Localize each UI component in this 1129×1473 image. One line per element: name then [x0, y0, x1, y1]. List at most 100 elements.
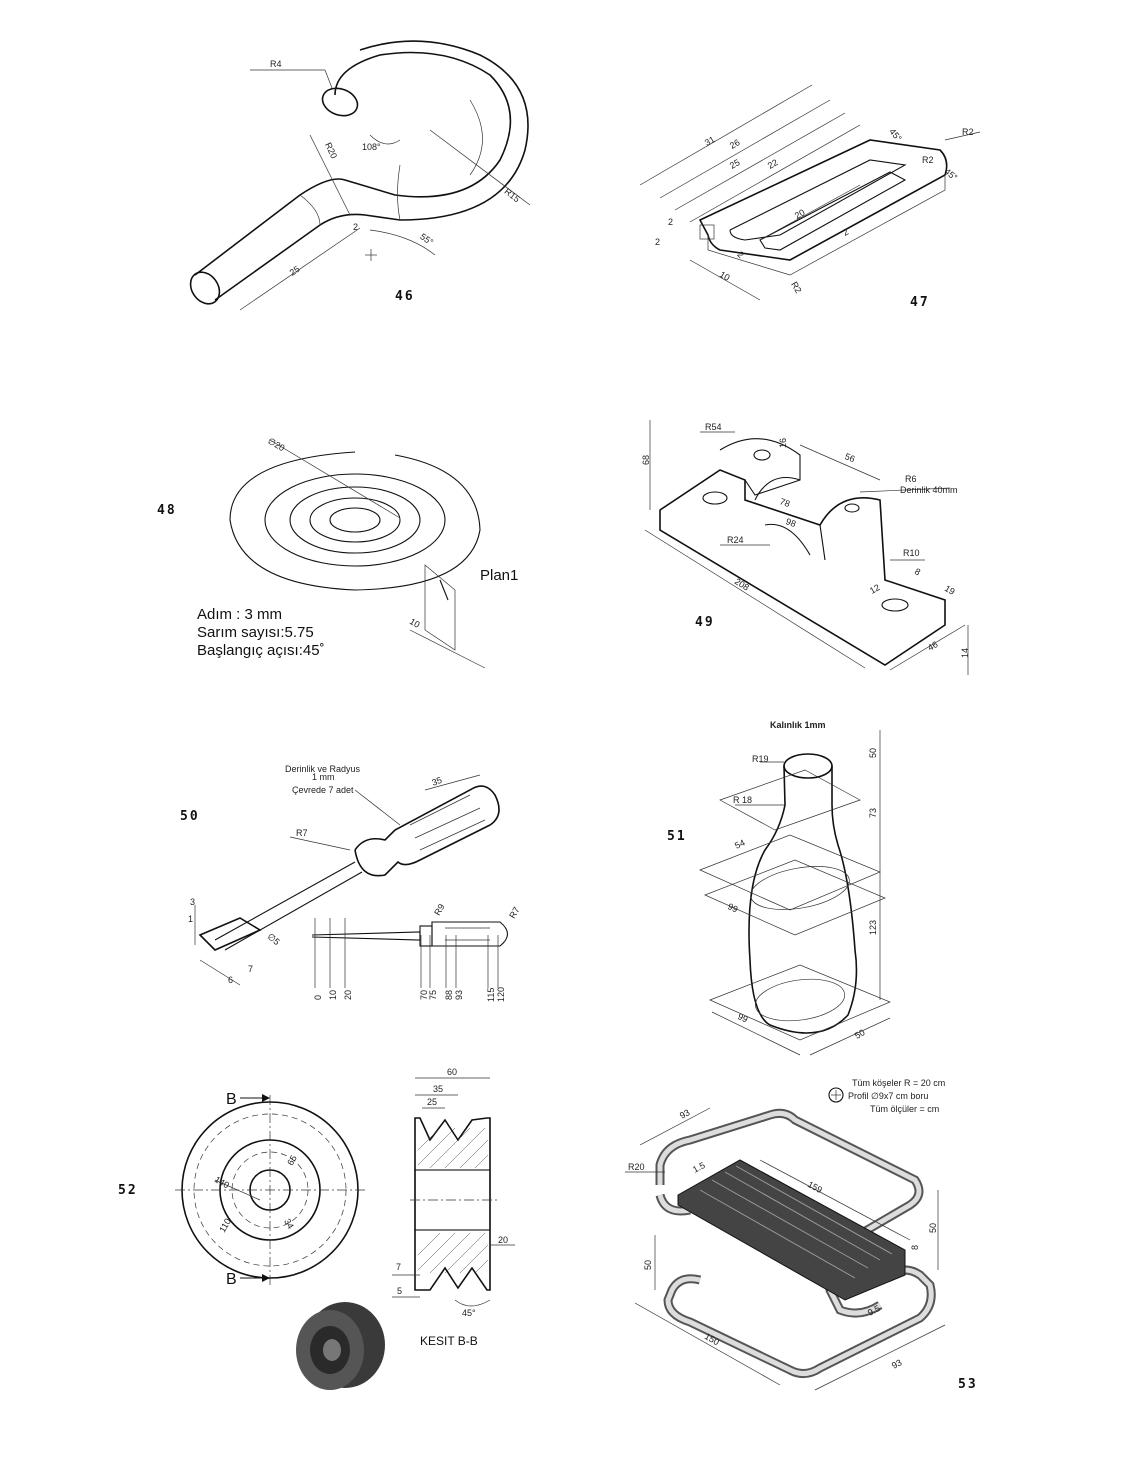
- fig47-dim-2d: 2: [735, 249, 746, 260]
- fig51-dim-99b: 99: [736, 1011, 749, 1024]
- fig49-dim-46: 46: [926, 639, 940, 653]
- figure-49-bracket: 68 R54 16 56 R6 Derinlik 40mm 78 98 R24 …: [641, 420, 970, 675]
- fig49-dim-56: 56: [843, 451, 856, 464]
- fig50-scale-115: 115: [486, 988, 496, 1002]
- fig46-dim-2: 2: [353, 222, 358, 232]
- figure-52-pulley: 140 65 110 34 B B 60 35 25 20 7 5: [118, 1067, 515, 1390]
- fig53-dim-93b: 93: [890, 1357, 904, 1371]
- fig47-dim-20: 20: [793, 207, 807, 221]
- fig47-dim-25: 25: [728, 157, 742, 171]
- fig46-dim-r4: R4: [270, 59, 282, 69]
- fig48-note-step: Adım : 3 mm: [197, 606, 282, 623]
- fig49-dim-r24: R24: [727, 535, 744, 545]
- fig49-dim-16: 16: [778, 438, 788, 448]
- fig49-dim-78: 78: [778, 496, 791, 509]
- fig52-number: 52: [118, 1183, 138, 1198]
- fig52-pulley-render: [296, 1302, 385, 1390]
- fig50-scale-93: 93: [454, 990, 464, 1000]
- fig51-dim-54: 54: [733, 838, 746, 851]
- fig49-dim-r54: R54: [705, 422, 722, 432]
- fig50-note-3: Çevrede 7 adet: [292, 785, 354, 795]
- fig52-dim-5: 5: [397, 1286, 402, 1296]
- fig50-dim-6: 6: [228, 975, 233, 985]
- fig50-scale-120: 120: [496, 987, 506, 1002]
- fig51-dim-73: 73: [868, 808, 878, 818]
- fig50-dim-d5: ∅5: [265, 931, 281, 947]
- fig52-dim-110: 110: [217, 1217, 233, 1234]
- fig48-note-turns: Sarım sayısı:5.75: [197, 624, 314, 641]
- figure-47-slotted-plate: 31 26 25 22 45° R2 R2 45° 20 2 2 2 2 10 …: [639, 84, 981, 310]
- fig51-number: 51: [667, 829, 687, 844]
- fig47-dim-r2b: R2: [922, 155, 934, 165]
- fig49-number: 49: [695, 615, 715, 630]
- fig53-number: 53: [958, 1377, 978, 1392]
- fig52-dim-20: 20: [498, 1235, 508, 1245]
- fig51-dim-123: 123: [868, 920, 878, 935]
- fig48-dim-d20: ∅20: [266, 436, 286, 454]
- figure-50-screwdriver: Derinlik ve Radyus 1 mm Çevrede 7 adet 3…: [180, 764, 522, 1002]
- fig47-dim-r2c: R2: [789, 280, 803, 295]
- fig46-dim-r15: R15: [503, 186, 522, 204]
- fig50-scale-0: 0: [313, 995, 323, 1000]
- fig50-dim-7: 7: [248, 964, 253, 974]
- fig52-dim-7: 7: [396, 1262, 401, 1272]
- fig50-dim-r9: R9: [432, 902, 446, 917]
- fig49-dim-19: 19: [943, 583, 957, 597]
- fig47-dim-r2a: R2: [962, 127, 974, 137]
- fig52-dim-34: 34: [282, 1217, 296, 1231]
- fig50-scale-70: 70: [419, 990, 429, 1000]
- fig47-dim-26: 26: [728, 137, 742, 151]
- figure-53-bench: Tüm köşeler R = 20 cm Profil ∅9x7 cm bor…: [625, 1078, 978, 1392]
- fig53-note-corners: Tüm köşeler R = 20 cm: [852, 1078, 945, 1088]
- fig46-dim-108: 108°: [362, 142, 381, 152]
- fig50-dim-1: 1: [188, 914, 193, 924]
- fig50-scale-10: 10: [328, 990, 338, 1000]
- fig52-section-mark-top: B: [226, 1091, 237, 1108]
- fig46-dim-r20: R20: [323, 141, 339, 160]
- fig53-dim-8: 8: [910, 1245, 920, 1250]
- fig47-dim-22: 22: [766, 157, 780, 171]
- fig49-dim-68: 68: [641, 455, 651, 465]
- fig48-dim-10: 10: [408, 616, 422, 630]
- fig52-dim-45: 45°: [462, 1308, 476, 1318]
- fig50-dim-r7: R7: [296, 828, 308, 838]
- fig49-dim-12: 12: [868, 582, 882, 596]
- figure-48-spiral: ∅20 Plan1 10 Adım : 3 mm Sarım sayısı:5.…: [157, 436, 518, 669]
- fig50-note-1: Derinlik ve Radyus: [285, 764, 361, 774]
- fig47-dim-31: 31: [703, 134, 717, 148]
- fig52-section-mark-bottom: B: [226, 1271, 237, 1288]
- fig52-dim-65: 65: [285, 1153, 299, 1167]
- fig50-scale-88: 88: [444, 990, 454, 1000]
- fig48-number: 48: [157, 503, 177, 518]
- fig51-dim-50a: 50: [868, 748, 878, 758]
- fig46-dim-25: 25: [288, 264, 302, 278]
- fig46-number: 46: [395, 289, 415, 304]
- fig47-dim-2b: 2: [668, 217, 673, 227]
- fig49-depth-note: Derinlik 40mm: [900, 485, 958, 495]
- fig50-note-2: 1 mm: [312, 772, 335, 782]
- fig47-dim-2c: 2: [655, 237, 660, 247]
- fig50-dim-3: 3: [190, 897, 195, 907]
- fig51-dim-99a: 99: [726, 901, 739, 914]
- fig53-dim-93a: 93: [678, 1107, 692, 1121]
- fig49-dim-r6: R6: [905, 474, 917, 484]
- fig51-title: Kalınlık 1mm: [770, 720, 826, 730]
- fig50-scale-20: 20: [343, 990, 353, 1000]
- fig48-note-start-angle: Başlangıç açısı:45˚: [197, 642, 325, 659]
- figure-46-hook: R4 108° R20 R15 25 2 55° 46: [189, 40, 531, 311]
- fig53-dim-r20: R20: [628, 1162, 645, 1172]
- fig51-dim-r18: R 18: [733, 795, 752, 805]
- fig53-dim-1-5: 1.5: [691, 1160, 707, 1175]
- fig48-plane-label: Plan1: [480, 567, 518, 584]
- figure-51-bottle: Kalınlık 1mm R19 R 18 50 73 54 99 123 99…: [667, 720, 891, 1056]
- fig52-section-hatching: [417, 1127, 489, 1274]
- fig50-scale-75: 75: [428, 990, 438, 1000]
- fig53-dim-50b: 50: [643, 1260, 653, 1270]
- fig50-dim-35: 35: [430, 775, 443, 788]
- fig52-dim-140: 140: [213, 1174, 231, 1190]
- fig53-dim-50a: 50: [928, 1223, 938, 1233]
- fig49-dim-r10: R10: [903, 548, 920, 558]
- fig53-note-profile: Profil ∅9x7 cm boru: [848, 1091, 928, 1101]
- fig49-dim-98: 98: [784, 516, 797, 529]
